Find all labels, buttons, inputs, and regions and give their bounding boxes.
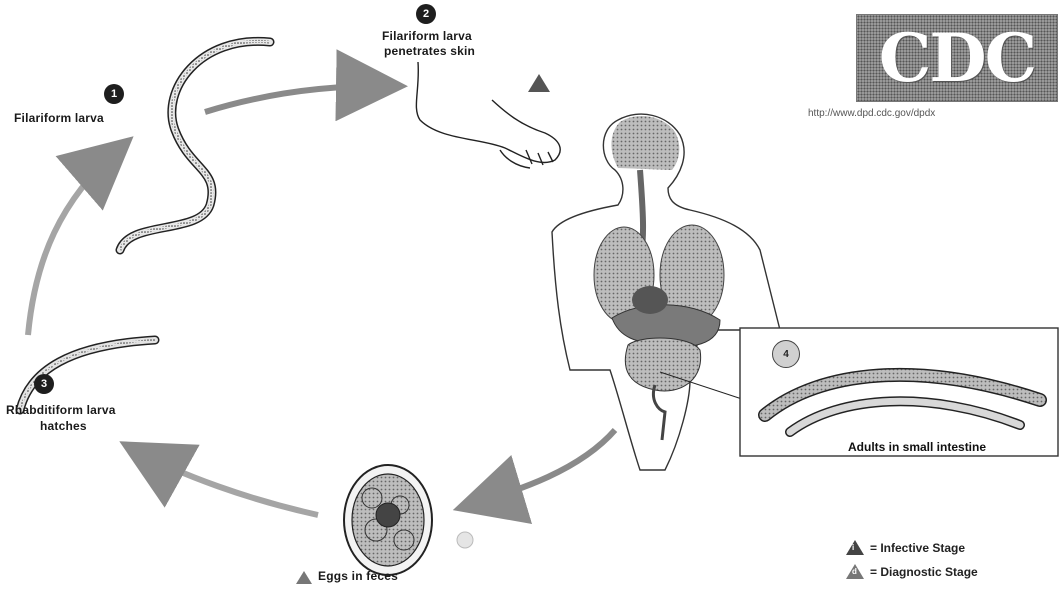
diagnostic-legend-icon: d xyxy=(846,564,864,579)
egg-illustration xyxy=(344,465,432,575)
diagnostic-stage-icon xyxy=(296,571,312,584)
step-3-label-line1: Rhabditiform larva xyxy=(6,404,116,417)
arrow-intestine-to-eggs xyxy=(470,430,615,505)
step-4-badge: 4 xyxy=(772,340,800,368)
cdc-logo-text: CDC xyxy=(879,19,1035,97)
step-5-label: Eggs in feces xyxy=(318,570,398,583)
step-3-label-line2: hatches xyxy=(40,420,87,433)
legend-infective: i = Infective Stage xyxy=(846,540,965,555)
diagnostic-mark-icon xyxy=(457,532,473,548)
legend-diagnostic-text: = Diagnostic Stage xyxy=(870,565,978,579)
arrow-rhabditiform-to-filariform xyxy=(28,148,120,335)
step-3-badge: 3 xyxy=(34,374,54,394)
infective-legend-icon: i xyxy=(846,540,864,555)
step-1-label: Filariform larva xyxy=(14,112,104,125)
arrow-larva-to-skin xyxy=(205,86,390,112)
legend-diagnostic: d = Diagnostic Stage xyxy=(846,564,978,579)
cdc-logo-block: CDC http://www.dpd.cdc.gov/dpdx xyxy=(856,14,1058,134)
step-2-label-line2: penetrates skin xyxy=(384,45,475,58)
arrow-eggs-to-rhabditiform xyxy=(135,450,318,515)
step-1-badge: 1 xyxy=(104,84,124,104)
step-4-caption: Adults in small intestine xyxy=(848,440,986,454)
source-url[interactable]: http://www.dpd.cdc.gov/dpdx xyxy=(808,108,1058,119)
step-2-label-line1: Filariform larva xyxy=(382,30,472,43)
legend-infective-text: = Infective Stage xyxy=(870,541,965,555)
step-2-badge: 2 xyxy=(416,4,436,24)
filariform-larva-illustration xyxy=(120,41,270,250)
infective-stage-icon xyxy=(528,74,550,92)
cdc-logo: CDC xyxy=(856,14,1058,102)
